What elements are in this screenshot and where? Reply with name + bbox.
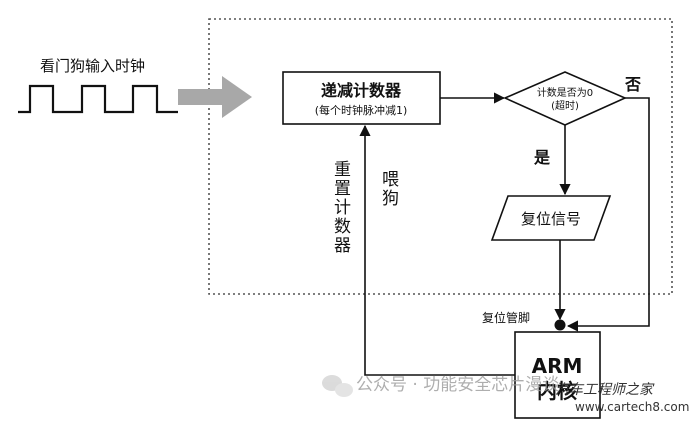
decision-line1: 计数是否为0 bbox=[537, 86, 593, 99]
arm-core-line2: 内核 bbox=[537, 379, 577, 403]
reset-signal-shape bbox=[490, 195, 612, 241]
reset-signal-label: 复位信号 bbox=[521, 210, 581, 228]
clock-square-wave bbox=[18, 84, 178, 114]
arm-core-box bbox=[514, 331, 601, 419]
watchdog-boundary bbox=[208, 18, 673, 295]
watermark-right-bottom: www.cartech8.com bbox=[575, 400, 689, 414]
arrow-feed-dog-reset bbox=[359, 124, 515, 376]
yes-label: 是 bbox=[533, 148, 550, 167]
reset-counter-label: 重置计数器 bbox=[330, 160, 350, 255]
clock-input-label: 看门狗输入时钟 bbox=[40, 57, 145, 75]
counter-title: 递减计数器 bbox=[321, 81, 402, 100]
decision-line2: (超时) bbox=[551, 99, 579, 112]
arrow-decision-no bbox=[566, 97, 650, 332]
no-label: 否 bbox=[624, 75, 641, 94]
watermark-right-top: 汽车工程师之家 bbox=[555, 382, 655, 398]
watermark-left: 公众号 · 功能安全芯片漫谈 bbox=[356, 375, 559, 395]
wechat-icon bbox=[322, 375, 353, 397]
feed-dog-label: 喂狗 bbox=[378, 170, 398, 208]
reset-pin-dot bbox=[554, 319, 566, 331]
counter-box bbox=[282, 71, 441, 125]
counter-subtitle: (每个时钟脉冲减1) bbox=[315, 103, 408, 117]
reset-pin-label: 复位管脚 bbox=[482, 310, 530, 325]
arm-core-line1: ARM bbox=[532, 354, 583, 378]
clock-input-arrow bbox=[178, 76, 252, 118]
